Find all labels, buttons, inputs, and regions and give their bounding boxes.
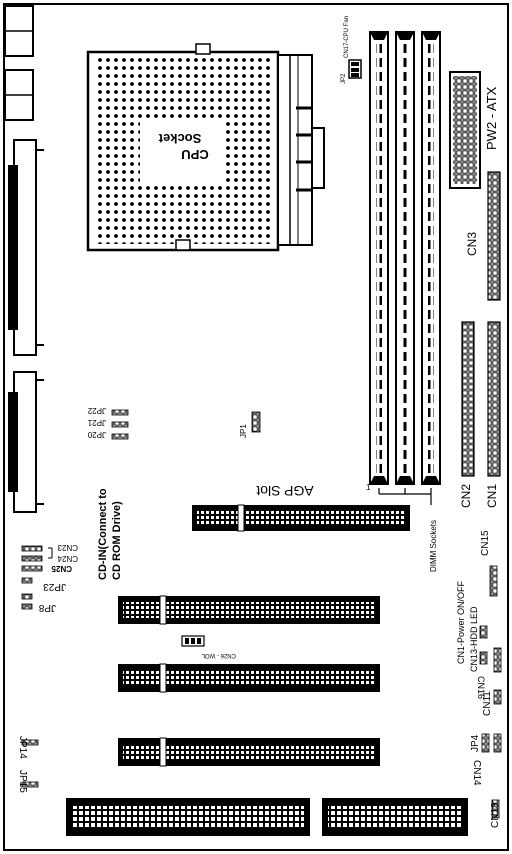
jp1-label: JP1 xyxy=(239,424,248,438)
cn3-label: CN3 xyxy=(465,232,479,256)
pci-slot-1 xyxy=(118,595,380,625)
jp23-label: JP23 xyxy=(43,581,66,592)
cd-in-label-line1: CD-IN(Connect to xyxy=(97,488,109,580)
cpu-socket xyxy=(86,43,325,252)
jp8-label: JP8 xyxy=(38,602,56,613)
isa-slot-left xyxy=(66,798,310,836)
jp15-jumper xyxy=(21,781,39,788)
cn1-ide-connector xyxy=(487,321,501,477)
cn17-cpu-fan-connector xyxy=(348,59,362,79)
cn26-label: CN26 - WOL xyxy=(201,652,236,658)
isa-slot-right xyxy=(322,798,468,836)
cn16-connector xyxy=(493,647,502,673)
jp1-jumper xyxy=(251,411,261,433)
jp15-label: JP15 xyxy=(17,770,28,793)
rear-io-top-ports xyxy=(4,5,34,121)
dimm-pin1-label: 1 xyxy=(366,483,371,492)
cn23-label: CN23 xyxy=(57,543,78,552)
cn11-label: CN11 xyxy=(482,691,493,716)
pci-slot-3 xyxy=(118,737,380,767)
cn11-connector xyxy=(493,689,502,705)
cn1-label: CN1 xyxy=(485,484,499,508)
cn15-connector xyxy=(489,565,498,597)
jp21-label: JP21 xyxy=(87,418,106,427)
agp-slot xyxy=(192,504,410,532)
dimm-sockets-label: DIMM Sockets xyxy=(429,520,438,572)
cn16-label: CN16 xyxy=(476,676,486,699)
cn13-hdd-led-connector xyxy=(479,625,488,639)
cd-in-label-line2: CD ROM Drive) xyxy=(111,501,123,580)
serial-port xyxy=(8,371,44,513)
cn24-label: CN24 xyxy=(57,554,78,563)
jp22-label: JP22 xyxy=(87,406,106,415)
jp23-jp8-jumpers xyxy=(21,577,33,610)
dimm-socket-2 xyxy=(395,31,415,485)
cpu-socket-label-line1: CPU xyxy=(181,147,208,162)
cn2-ide-connector xyxy=(461,321,475,477)
dimm-socket-1 xyxy=(369,31,389,485)
jp20-22-jumpers xyxy=(111,409,129,440)
agp-slot-label: AGP Slot xyxy=(256,483,313,499)
cn14-connector xyxy=(493,733,502,753)
jp14-label: JP14 xyxy=(17,736,28,759)
pw2-label: PW2 - ATX xyxy=(484,86,499,150)
cn14-label: CN14 xyxy=(471,760,482,786)
cn13-label: CN13-HDD LED xyxy=(469,606,479,672)
pw2-atx-power-connector xyxy=(449,71,481,189)
cn26-wol-connector xyxy=(181,635,205,647)
dimm-socket-3 xyxy=(421,31,441,485)
cn23-25-cd-in-connectors xyxy=(21,545,53,572)
dimm-sockets xyxy=(369,31,441,505)
jp20-label: JP20 xyxy=(87,430,106,439)
cn18-label: CN18 xyxy=(490,802,501,828)
jp4-jumper xyxy=(481,733,490,753)
cn1-power-label: CN1-Power ON/OFF xyxy=(456,580,466,664)
cn2-label: CN2 xyxy=(459,484,473,508)
parallel-port xyxy=(8,139,44,356)
jp14-jumper xyxy=(21,739,39,746)
cn18-connector xyxy=(491,799,500,819)
cn3-floppy-connector xyxy=(487,171,501,301)
jp2-label: JP2 xyxy=(341,73,347,84)
cn15-label: CN15 xyxy=(480,530,491,556)
cpu-socket-label-line2: Socket xyxy=(158,131,201,146)
cn1-power-switch-connector xyxy=(479,651,488,665)
cn25-label: CN25 xyxy=(51,564,72,573)
jp4-label: JP4 xyxy=(470,734,481,752)
pci-slot-2 xyxy=(118,663,380,693)
cn17-label: CN17-CPU Fan xyxy=(344,16,350,58)
